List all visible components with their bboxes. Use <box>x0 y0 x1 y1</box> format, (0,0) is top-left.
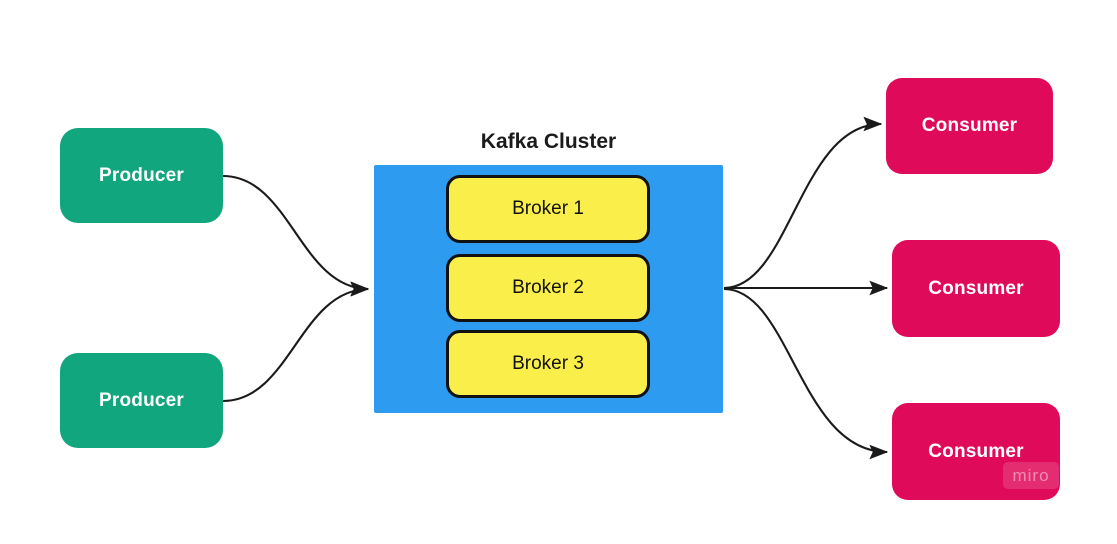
consumer-label: Consumer <box>928 440 1024 462</box>
miro-watermark: miro <box>1003 462 1059 489</box>
edge-producer2-to-cluster <box>222 281 370 403</box>
broker-label: Broker 1 <box>512 198 584 219</box>
consumer-node-3[interactable]: Consumer <box>892 403 1060 500</box>
broker-node-2[interactable]: Broker 2 <box>446 254 650 322</box>
cluster-title: Kafka Cluster <box>480 130 617 153</box>
consumer-label: Consumer <box>921 115 1018 136</box>
broker-node-1[interactable]: Broker 1 <box>446 175 650 243</box>
producer-node-1[interactable]: Producer <box>60 128 223 223</box>
broker-node-3[interactable]: Broker 3 <box>446 330 650 398</box>
edge-cluster-to-consumer3 <box>723 287 889 460</box>
producer-label: Producer <box>98 164 184 186</box>
edge-cluster-to-consumer1 <box>723 116 883 290</box>
producer-label: Producer <box>98 389 184 411</box>
producer-node-2[interactable]: Producer <box>60 353 223 448</box>
broker-label: Broker 2 <box>512 277 584 298</box>
consumer-node-2[interactable]: Consumer <box>892 240 1060 337</box>
edge-producer1-to-cluster <box>222 174 370 297</box>
consumer-label: Consumer <box>928 277 1024 299</box>
miro-watermark-label: miro <box>1012 465 1050 485</box>
broker-label: Broker 3 <box>512 353 584 374</box>
consumer-node-1[interactable]: Consumer <box>886 78 1053 174</box>
